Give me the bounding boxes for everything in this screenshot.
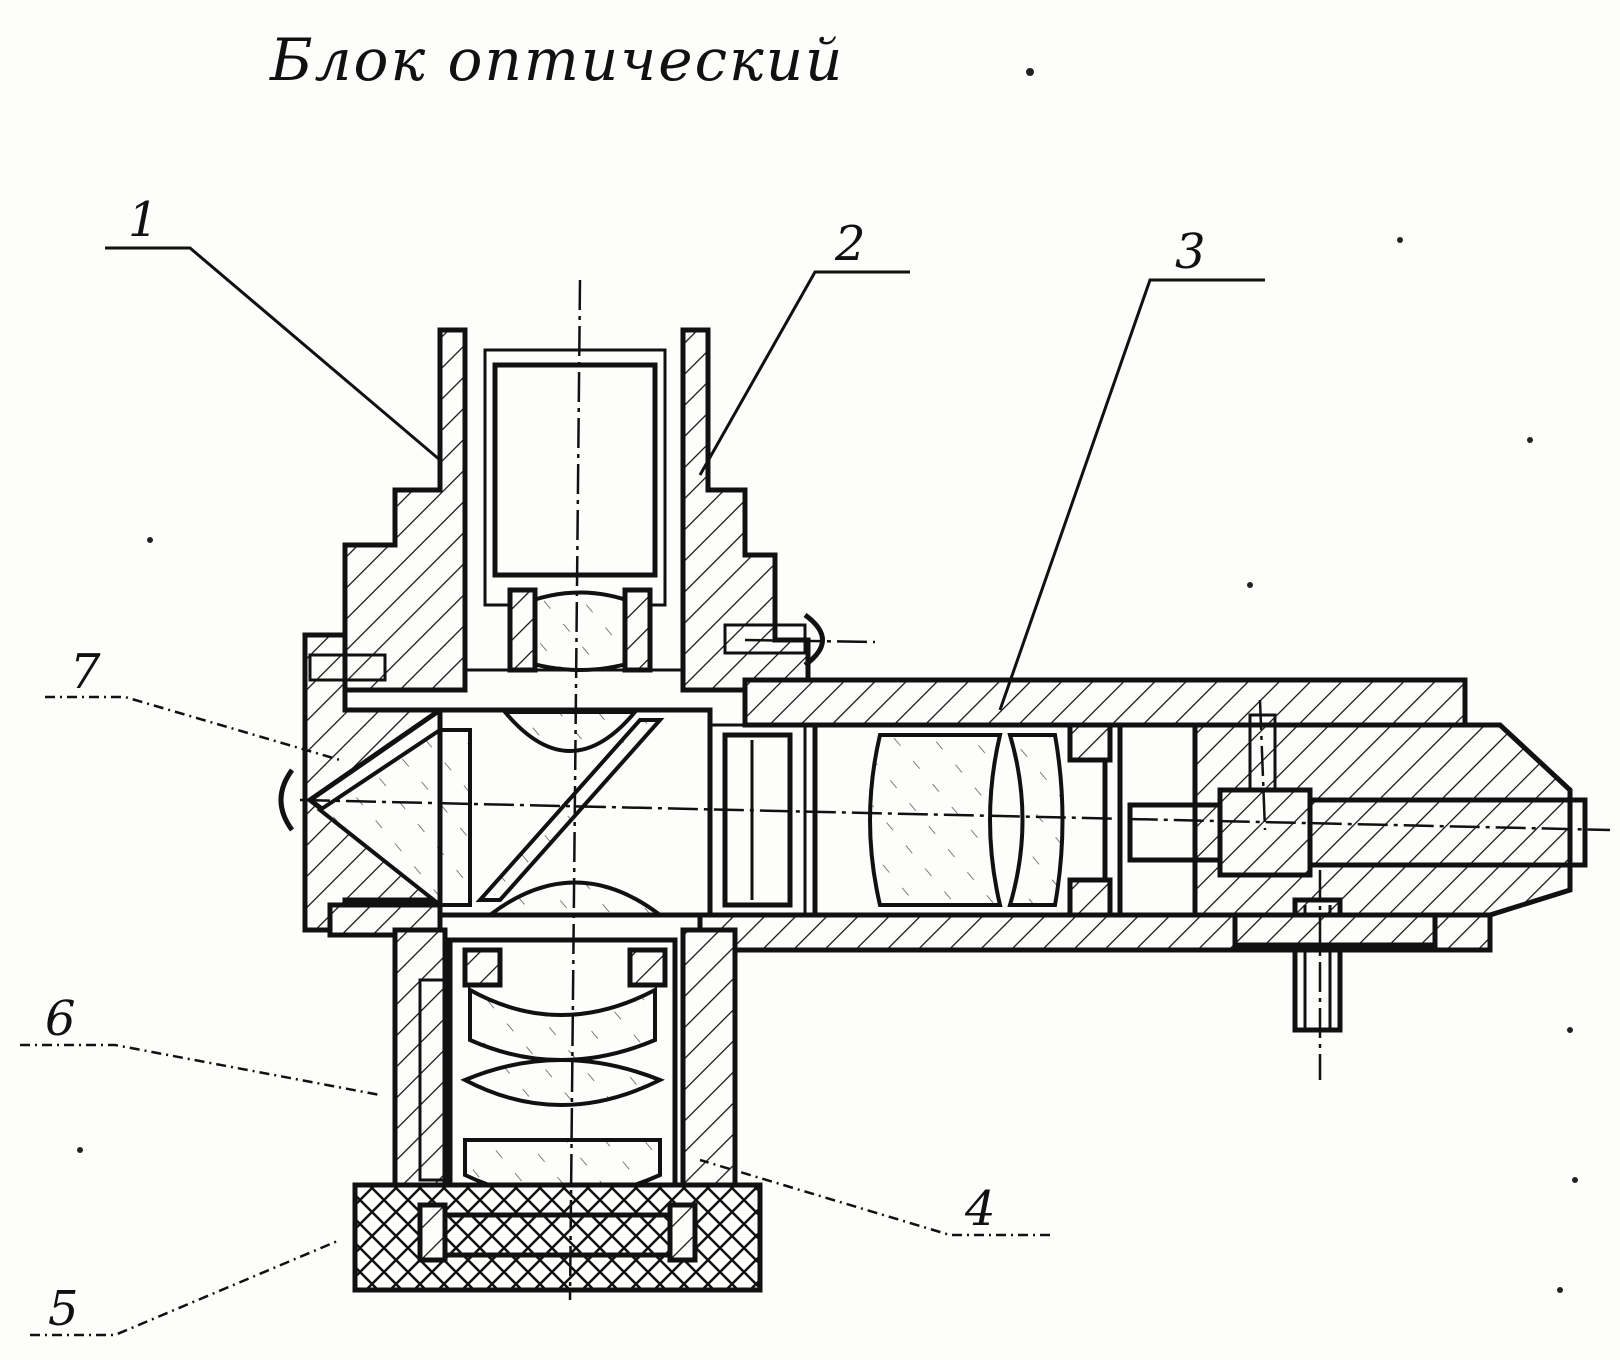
prism-block [278, 632, 713, 938]
leader-3 [998, 278, 1265, 711]
upper-housing [342, 327, 811, 693]
leader-5 [30, 1238, 341, 1337]
callout-2: 2 [834, 216, 866, 272]
callout-numbers: 1 2 3 4 5 6 7 [45, 192, 1206, 1337]
leader-6 [20, 1043, 381, 1097]
leader-7 [45, 695, 341, 762]
optical-axes [299, 279, 1611, 1301]
callout-1: 1 [128, 192, 159, 248]
callout-3: 3 [1175, 224, 1206, 280]
leader-1 [105, 246, 441, 462]
callout-5: 5 [48, 1281, 79, 1337]
callout-7: 7 [70, 644, 101, 700]
lower-housing [352, 927, 763, 1293]
drawing-title: Блок оптический [269, 26, 844, 94]
horizontal-tube [697, 612, 1588, 1033]
callout-4: 4 [964, 1181, 996, 1237]
callout-6: 6 [45, 991, 76, 1047]
leader-lines [20, 246, 1265, 1337]
paper-specks [77, 68, 1578, 1293]
leader-2 [698, 270, 910, 476]
